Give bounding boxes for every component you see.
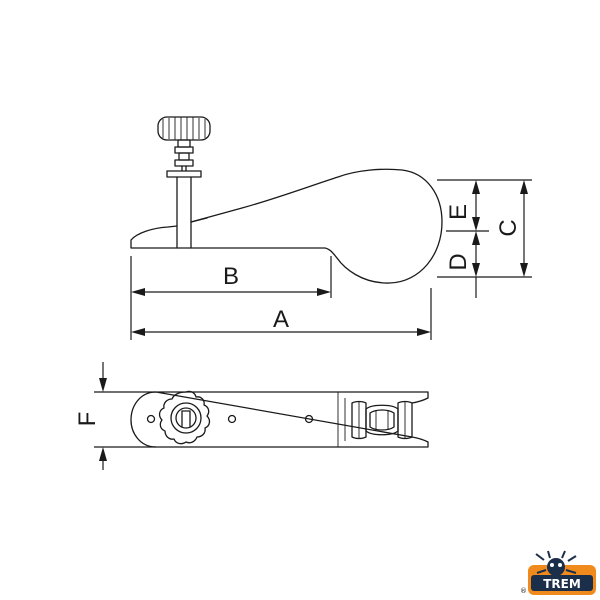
chock-body-side <box>130 168 443 284</box>
dimension-d: D <box>445 231 480 298</box>
dimension-label-c: C <box>495 219 522 236</box>
dimension-e: E <box>445 180 480 231</box>
dimension-f: F <box>74 362 156 470</box>
logo-text: TREM <box>543 577 581 591</box>
dimension-label-f: F <box>74 412 101 427</box>
knob-top <box>158 390 211 445</box>
dimension-label-d: D <box>445 253 472 270</box>
roller-top <box>351 400 413 440</box>
side-view <box>130 116 443 284</box>
chock-body-top <box>130 391 429 448</box>
dimension-label-e: E <box>445 204 472 220</box>
dimension-c: C <box>495 180 528 277</box>
trem-logo: TREM ® <box>520 550 596 595</box>
dimension-label-a: A <box>273 306 289 333</box>
pin-side <box>176 176 192 249</box>
logo-registered-mark: ® <box>520 587 527 595</box>
mount-hole-icon <box>227 414 237 424</box>
top-view <box>130 390 429 448</box>
mount-hole-icon <box>146 414 156 424</box>
dimension-b: B <box>130 256 332 340</box>
dimension-a: A <box>131 288 432 340</box>
knob-side <box>157 116 211 178</box>
dimension-label-b: B <box>223 263 239 290</box>
extension-lines-right <box>437 179 532 278</box>
mount-hole-icon <box>304 414 314 424</box>
